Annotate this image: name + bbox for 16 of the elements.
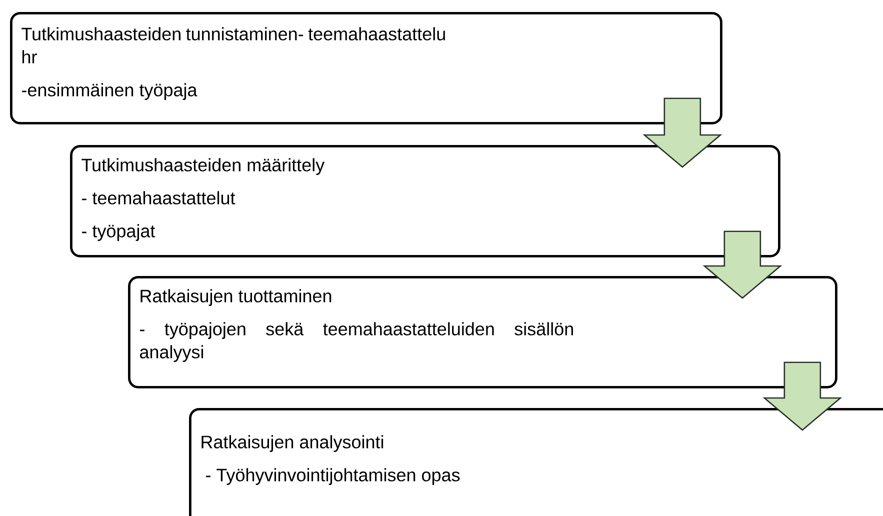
arrow bbox=[762, 362, 842, 431]
process-box bbox=[189, 408, 883, 516]
process-box bbox=[10, 12, 722, 124]
arrow bbox=[702, 230, 782, 299]
heading-text: Tutkimushaasteiden tunnistaminen- teemahaastattelu hr bbox=[22, 27, 445, 64]
bullet-text: - työpajojen sekä teemahaastatteluiden sisällön analyysi bbox=[140, 322, 573, 362]
bullet-text: -ensimmäinen työpaja bbox=[22, 83, 198, 100]
heading-text: Ratkaisujen tuottaminen bbox=[140, 289, 332, 306]
arrow bbox=[642, 98, 722, 168]
bullet-text: - teemahaastattelut bbox=[82, 191, 236, 204]
process-box bbox=[128, 276, 838, 388]
bullet-text: - Työhyvinvointijohtamisen opas bbox=[206, 468, 460, 485]
heading-text: Tutkimushaasteiden määrittely bbox=[82, 158, 325, 175]
bullet-text: - työpajat bbox=[82, 224, 156, 241]
process-box bbox=[70, 145, 780, 258]
heading-text: Ratkaisujen analysointi bbox=[202, 435, 384, 452]
